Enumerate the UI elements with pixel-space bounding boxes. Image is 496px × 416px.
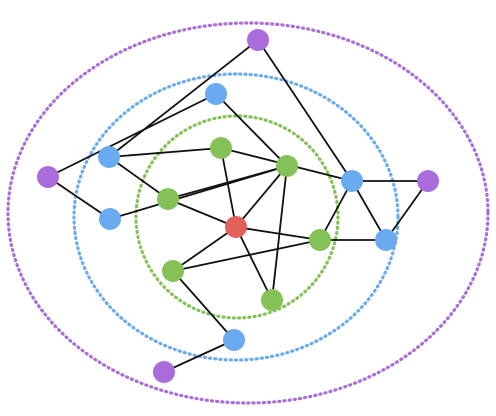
node-b3: [99, 208, 121, 230]
node-g4: [309, 229, 331, 251]
node-c: [225, 216, 247, 238]
rings-layer: [6, 21, 490, 405]
node-p1: [247, 29, 269, 51]
ring-outer: [6, 21, 490, 405]
edge-c-g1: [167, 198, 237, 228]
edge-b3-p2: [47, 176, 111, 220]
edge-b1-p1: [108, 39, 259, 158]
edge-g1-b1: [108, 156, 169, 200]
edge-g5-g2: [271, 165, 288, 301]
node-g6: [162, 260, 184, 282]
edge-c-g5: [235, 226, 273, 301]
edge-b6-p4: [163, 339, 235, 373]
edge-b5-p3: [385, 180, 429, 241]
node-g2: [276, 155, 298, 177]
edge-g6-b6: [172, 270, 235, 341]
node-g1: [157, 188, 179, 210]
node-b1: [98, 146, 120, 168]
edge-c-g6: [172, 226, 237, 272]
edge-g2-g1: [167, 165, 288, 200]
edge-g6-g4: [172, 239, 321, 272]
edge-p1-b4: [257, 39, 353, 182]
node-b4: [341, 170, 363, 192]
edges-layer: [47, 39, 429, 373]
edge-c-g2: [235, 165, 288, 228]
node-b6: [223, 329, 245, 351]
node-g3: [210, 137, 232, 159]
edge-g2-b2: [215, 93, 288, 167]
edge-b2-p2: [47, 93, 217, 178]
node-b5: [375, 229, 397, 251]
edge-c-g3: [220, 147, 237, 228]
edge-c-g4: [235, 226, 321, 241]
node-g5: [261, 289, 283, 311]
node-p4: [153, 361, 175, 383]
edge-g4-b4: [319, 180, 353, 241]
ring-middle: [72, 72, 400, 362]
edge-b1-g3: [108, 147, 222, 158]
edge-b5-b4: [351, 180, 387, 241]
node-b2: [205, 83, 227, 105]
nodes-layer: [37, 29, 439, 383]
node-p2: [37, 166, 59, 188]
node-p3: [417, 170, 439, 192]
